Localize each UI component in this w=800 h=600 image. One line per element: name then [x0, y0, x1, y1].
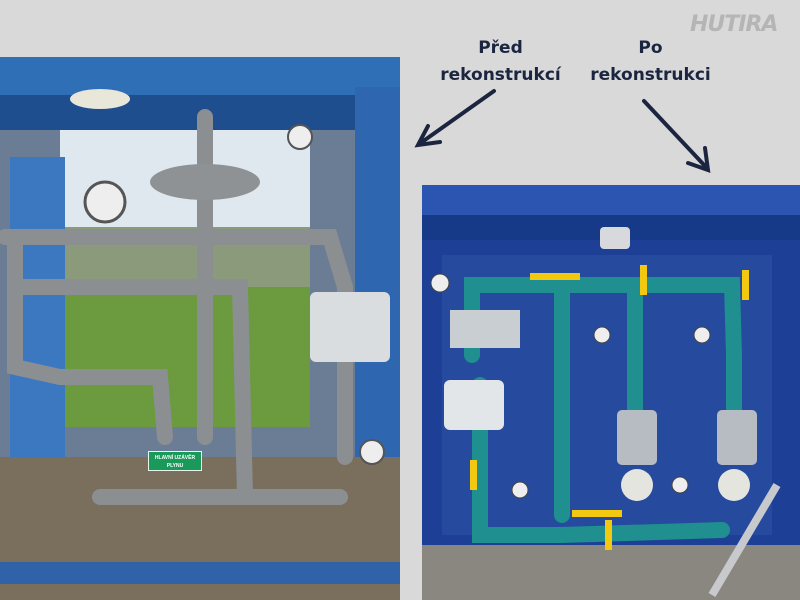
photo-after-reconstruction: [422, 185, 800, 600]
label-before-line2: rekonstrukcí: [440, 65, 561, 85]
hutira-logo: HUTIRA: [690, 12, 778, 37]
label-after-line2: rekonstrukci: [590, 65, 711, 85]
arrow-to-after-photo: [642, 99, 711, 173]
sign-line1: HLAVNÍ UZÁVĚR: [154, 455, 196, 461]
photo-before-reconstruction: HLAVNÍ UZÁVĚR PLYNU: [0, 57, 400, 600]
label-before: Před rekonstrukcí: [438, 35, 563, 89]
label-before-line1: Před: [478, 38, 523, 58]
label-after-line1: Po: [638, 38, 663, 58]
label-after: Po rekonstrukci: [588, 35, 713, 89]
main-gas-shutoff-sign: HLAVNÍ UZÁVĚR PLYNU: [148, 451, 202, 471]
arrow-to-before-photo: [414, 89, 496, 148]
sign-line2: PLYNU: [166, 463, 184, 469]
